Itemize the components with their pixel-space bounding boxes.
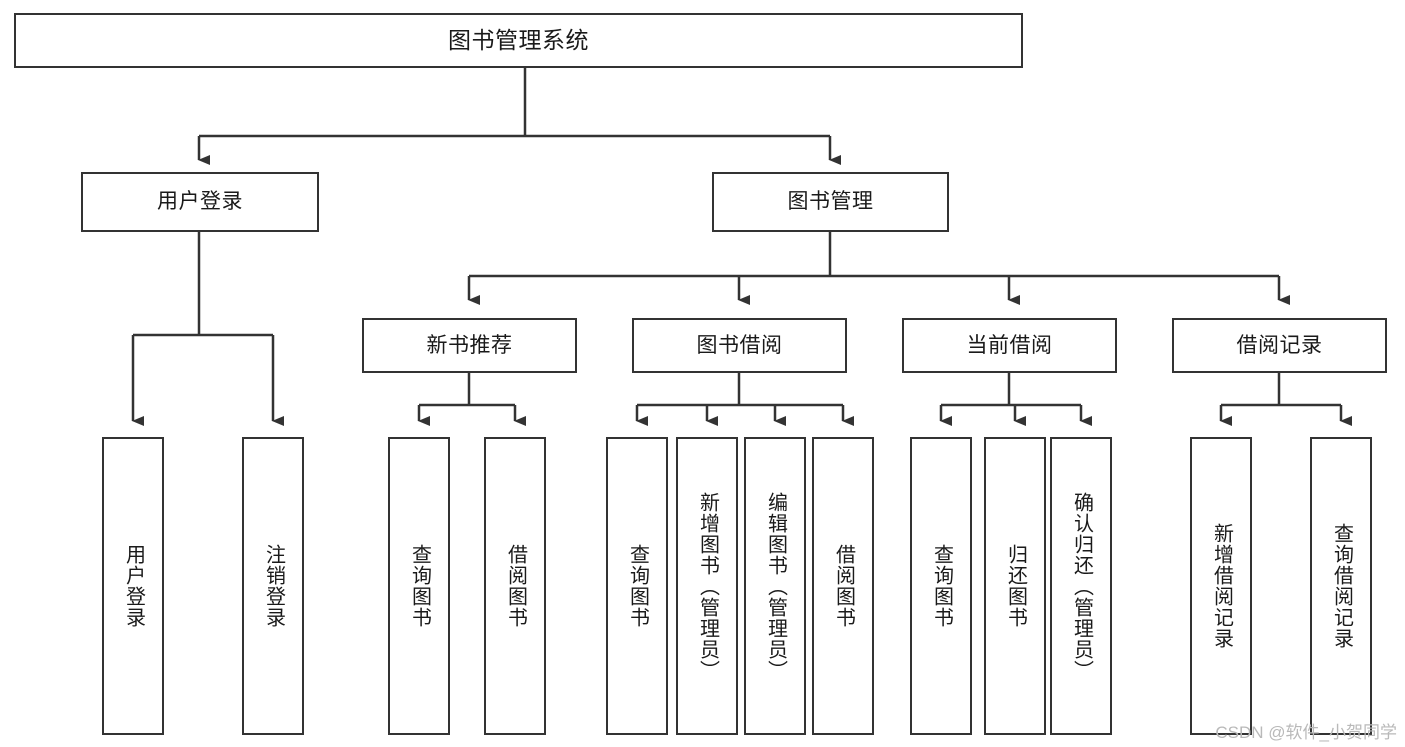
leaf-add-borrow-record[interactable]: 新增借阅记录 xyxy=(1190,437,1252,735)
node-user-login-label: 用户登录 xyxy=(157,190,243,214)
leaf-user-logout-label: 注销登录 xyxy=(262,544,285,628)
leaf-borrow-book-2[interactable]: 借阅图书 xyxy=(812,437,874,735)
leaf-return-book[interactable]: 归还图书 xyxy=(984,437,1046,735)
leaf-query-book-3-label: 查询图书 xyxy=(930,544,953,628)
leaf-borrow-book-2-label: 借阅图书 xyxy=(832,544,855,628)
leaf-borrow-book-1-label: 借阅图书 xyxy=(504,544,527,628)
node-user-login[interactable]: 用户登录 xyxy=(81,172,319,232)
leaf-query-book-2-label: 查询图书 xyxy=(626,544,649,628)
node-book-manage-label: 图书管理 xyxy=(787,190,874,214)
node-root-label: 图书管理系统 xyxy=(448,26,589,53)
leaf-add-book-admin-label: 新增图书（管理员） xyxy=(696,491,719,681)
leaf-edit-book-admin[interactable]: 编辑图书（管理员） xyxy=(744,437,806,735)
node-borrow-record[interactable]: 借阅记录 xyxy=(1172,318,1387,373)
node-new-book-recommend-label: 新书推荐 xyxy=(426,333,513,357)
node-book-borrow[interactable]: 图书借阅 xyxy=(632,318,847,373)
node-new-book-recommend[interactable]: 新书推荐 xyxy=(362,318,577,373)
leaf-return-book-label: 归还图书 xyxy=(1004,544,1027,628)
leaf-borrow-book-1[interactable]: 借阅图书 xyxy=(484,437,546,735)
node-book-borrow-label: 图书借阅 xyxy=(696,333,783,357)
leaf-user-login-label: 用户登录 xyxy=(122,544,145,628)
leaf-query-book-1[interactable]: 查询图书 xyxy=(388,437,450,735)
leaf-query-borrow-record[interactable]: 查询借阅记录 xyxy=(1310,437,1372,735)
node-current-borrow[interactable]: 当前借阅 xyxy=(902,318,1117,373)
leaf-confirm-return-admin-label: 确认归还（管理员） xyxy=(1070,491,1093,681)
leaf-edit-book-admin-label: 编辑图书（管理员） xyxy=(764,491,787,681)
node-book-manage[interactable]: 图书管理 xyxy=(712,172,949,232)
leaf-add-borrow-record-label: 新增借阅记录 xyxy=(1210,523,1233,649)
leaf-user-logout[interactable]: 注销登录 xyxy=(242,437,304,735)
leaf-add-book-admin[interactable]: 新增图书（管理员） xyxy=(676,437,738,735)
leaf-query-book-2[interactable]: 查询图书 xyxy=(606,437,668,735)
node-current-borrow-label: 当前借阅 xyxy=(966,333,1053,357)
leaf-confirm-return-admin[interactable]: 确认归还（管理员） xyxy=(1050,437,1112,735)
leaf-query-book-1-label: 查询图书 xyxy=(408,544,431,628)
node-root[interactable]: 图书管理系统 xyxy=(14,13,1023,68)
leaf-query-borrow-record-label: 查询借阅记录 xyxy=(1330,523,1353,649)
leaf-query-book-3[interactable]: 查询图书 xyxy=(910,437,972,735)
node-borrow-record-label: 借阅记录 xyxy=(1236,333,1323,357)
leaf-user-login[interactable]: 用户登录 xyxy=(102,437,164,735)
